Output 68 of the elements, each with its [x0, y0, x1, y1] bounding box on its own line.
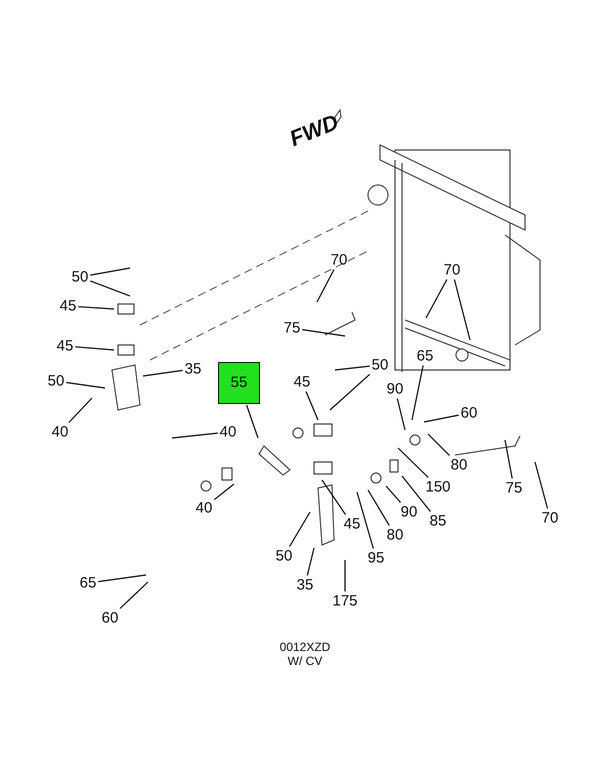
leader-line: [142, 370, 183, 377]
leader-line: [424, 414, 459, 423]
callout-number: 50: [372, 356, 388, 374]
callout-number: 80: [386, 526, 404, 544]
callout-number: 40: [220, 424, 236, 440]
leader-line: [305, 391, 319, 420]
callout-number: 35: [296, 576, 314, 594]
leader-line: [75, 346, 114, 351]
callout-number: 65: [80, 574, 96, 592]
leader-line: [334, 366, 370, 371]
callout-number: 70: [330, 252, 348, 268]
callout-number: 150: [425, 478, 451, 496]
leader-line: [367, 490, 390, 526]
callout-number: 50: [48, 372, 64, 390]
forward-direction-label: FWD: [286, 109, 342, 152]
callout-number: 45: [60, 298, 76, 314]
callout-number: 175: [332, 592, 358, 610]
callout-number: 60: [102, 610, 118, 626]
leader-line: [302, 329, 346, 337]
callout-number: 85: [430, 512, 446, 530]
callout-number: 35: [184, 360, 202, 378]
drawing-note: W/ CV: [288, 654, 322, 668]
leader-line: [120, 582, 148, 609]
leader-line: [78, 306, 114, 310]
leader-line: [330, 374, 370, 410]
leader-line: [454, 279, 471, 340]
callout-number: 80: [450, 456, 468, 474]
leader-line: [428, 434, 450, 456]
leader-line: [504, 440, 513, 479]
callout-number: 90: [386, 380, 404, 398]
leader-line: [411, 365, 424, 420]
callout-number: 65: [416, 348, 434, 364]
leader-line: [289, 512, 311, 547]
leader-line: [68, 398, 92, 423]
leader-line: [246, 404, 259, 438]
leader-line: [90, 280, 130, 297]
leader-line: [534, 462, 548, 509]
leader-line: [316, 269, 335, 302]
leader-line: [214, 484, 234, 500]
leader-line: [356, 492, 374, 549]
callout-number: 50: [72, 268, 88, 286]
leader-line: [344, 560, 346, 592]
leader-line: [396, 398, 406, 430]
callout-number: 75: [284, 320, 300, 336]
callout-number: 60: [460, 404, 478, 422]
callout-number: 75: [506, 480, 522, 496]
leader-line: [402, 476, 431, 512]
leader-line: [90, 267, 130, 276]
callout-number: 90: [400, 504, 418, 520]
callout-number: 45: [344, 516, 360, 532]
leader-line: [386, 486, 402, 503]
leader-line: [98, 574, 146, 582]
callout-number: 40: [196, 500, 212, 516]
leader-line: [172, 432, 218, 439]
leader-line: [425, 279, 448, 318]
callout-number: 45: [294, 374, 310, 390]
callout-number: 70: [444, 262, 460, 278]
leader-line: [322, 480, 346, 515]
leader-line: [306, 548, 315, 576]
highlighted-callout-number: 55: [218, 362, 260, 404]
callout-number: 95: [368, 550, 384, 566]
drawing-note: 0012XZD: [280, 640, 330, 654]
callout-number: 70: [542, 510, 558, 526]
leader-line: [398, 448, 429, 478]
leader-line: [66, 382, 106, 389]
callout-number: 40: [52, 424, 68, 440]
callout-number: 50: [276, 548, 292, 564]
callout-number: 45: [56, 338, 74, 354]
